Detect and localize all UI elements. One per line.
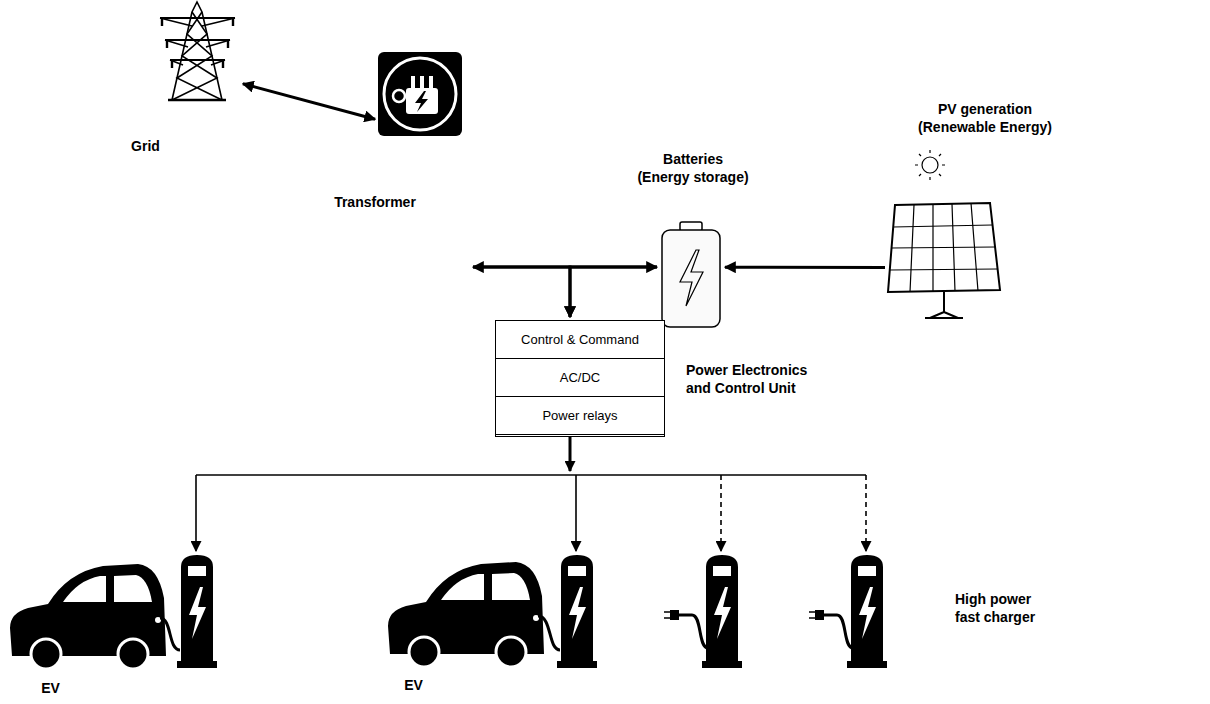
plug-symbol [670,610,679,620]
pv-panel-icon [888,150,1000,318]
battery-node: Batteries (Energy storage) [660,222,722,327]
charge-cable [160,618,180,650]
transformer-ring [384,58,456,130]
part-label: EV [41,679,60,697]
panel-stand [925,292,963,318]
node-heading: Batteries (Energy storage) [637,150,749,186]
bus-drop [575,475,577,551]
plug-cable [664,610,853,648]
charger-icon [177,555,217,668]
sun-symbol [922,157,938,173]
car-icon [388,562,544,667]
charge-cable [678,615,708,648]
transformer-icon [378,52,462,136]
pylon-arms [160,18,235,60]
node-heading: Grid [131,137,160,155]
plug-symbol [815,610,824,620]
transformer-node: Transformer [378,52,470,282]
pylon-insulators [162,18,233,68]
charger-icon [847,555,887,668]
bus-drop [195,475,197,551]
unit-row: Control & Command [496,321,664,359]
pylon-icon [160,2,235,100]
grid-node: Grid [160,5,240,105]
sun-rays [915,150,945,180]
transformer-bushing [420,76,424,88]
battery-icon [662,222,720,327]
panel-frame [888,203,1000,292]
lightning-symbol [680,250,703,306]
control-unit-box: Control & CommandAC/DCPower relaysPower … [495,320,665,437]
lightning-symbol [415,91,428,112]
row-text: Power relays [542,408,617,423]
unit-row: AC/DC [496,359,664,397]
battery-body [662,230,720,327]
row-text: Control & Command [521,332,639,347]
panel-grid [890,225,997,270]
node-heading: Power Electronics and Control Unit [686,361,808,397]
node-heading: Transformer [334,193,416,211]
charger-bus [196,436,866,551]
pv-node: PV generation (Renewable Energy) [888,198,1000,300]
part-label: EV [404,676,423,694]
power-flow-arrow [473,267,570,317]
row-text: AC/DC [560,370,600,385]
pylon-legs [172,2,222,100]
car-icon [10,564,166,669]
unit-row: Power relays [496,397,664,435]
pylon-lattice [172,12,222,100]
bus-drop-optional [720,475,722,551]
power-flow-arrow [570,267,657,317]
charger-icon [702,555,742,668]
plug-prongs [664,612,670,618]
transformer-bushing [429,76,433,88]
charge-cable [538,616,560,650]
bus-line [196,474,866,476]
transformer-bushing [411,76,415,88]
transformer-tile [378,52,462,136]
pylon-braces [160,18,235,65]
bus-feed [569,436,572,471]
power-flow-arrow [725,266,885,269]
plug-prongs [809,612,815,618]
charger-icon [557,555,597,668]
part-label: High power fast charger [955,590,1036,626]
bus-drop-optional [865,475,867,551]
pylon-base [168,99,226,101]
node-heading: PV generation (Renewable Energy) [918,100,1052,136]
charge-cable [823,615,853,648]
power-flow-arrow [243,84,375,120]
transformer-body [406,88,438,114]
transformer-fan [393,90,405,102]
